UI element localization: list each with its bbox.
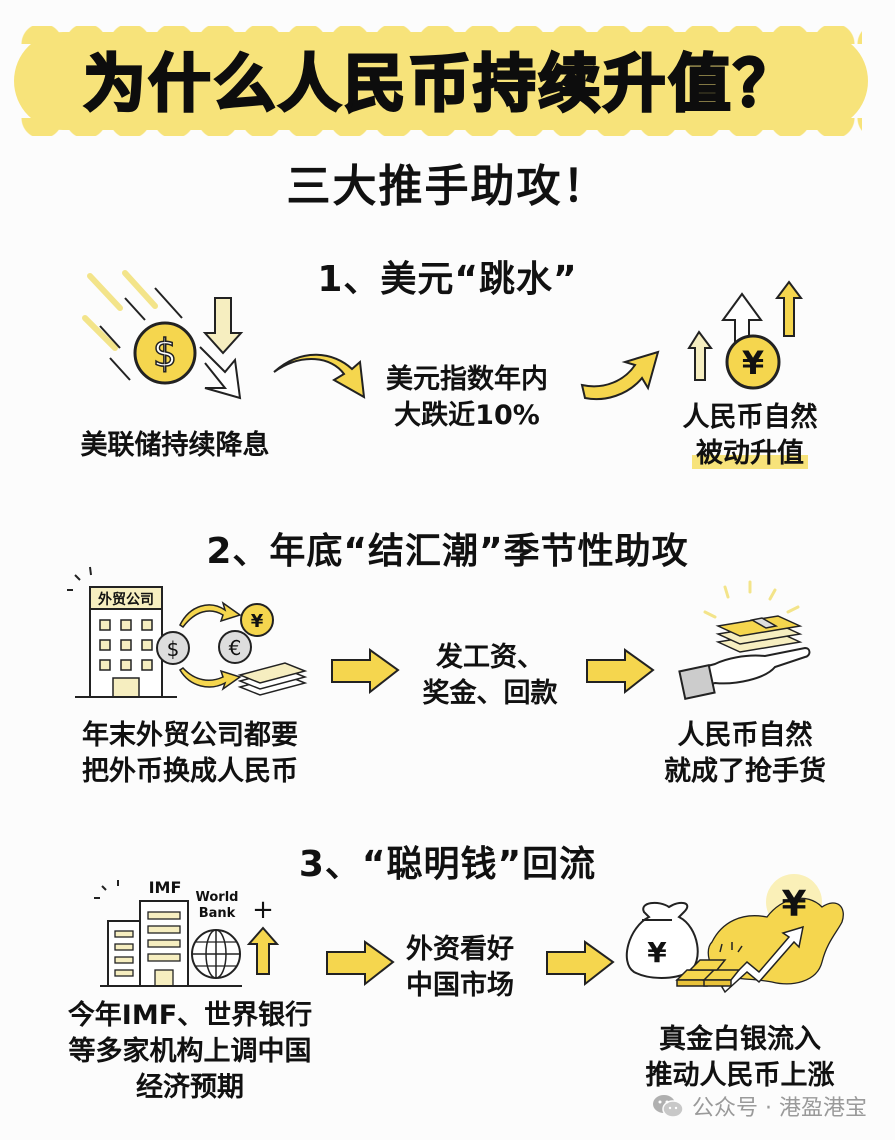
curved-arrow-up-icon — [580, 350, 660, 401]
step-2-1-caption: 年末外贸公司都要 把外币换成人民币 — [82, 720, 298, 787]
step-2-3-caption: 人民币自然 就成了抢手货 — [664, 720, 826, 787]
curved-arrow-icon — [272, 352, 367, 402]
svg-text:+: + — [252, 895, 274, 925]
step-3-3-caption: 真金白银流入 推动人民币上涨 — [645, 1024, 835, 1091]
step-3-1-caption: 今年IMF、世界银行 等多家机构上调中国 经济预期 — [67, 1000, 313, 1103]
money-bag-gold-china-map-icon: ¥ ¥ — [622, 872, 852, 1007]
svg-text:IMF: IMF — [149, 878, 182, 897]
step-1-2-caption: 美元指数年内 大跌近10% — [386, 364, 548, 431]
wechat-icon — [653, 1095, 684, 1118]
title-banner: 为什么人民币持续升值？ — [20, 26, 862, 136]
right-arrow-icon — [330, 648, 400, 695]
title-highlight — [20, 26, 862, 136]
right-arrow-icon — [325, 940, 395, 987]
right-arrow-icon — [545, 940, 615, 987]
svg-text:¥: ¥ — [251, 611, 264, 632]
page-title: 为什么人民币持续升值？ — [82, 46, 799, 122]
svg-text:World: World — [196, 890, 239, 905]
hand-receiving-cash-icon — [678, 572, 820, 702]
svg-text:¥: ¥ — [647, 936, 667, 969]
svg-text:¥: ¥ — [742, 344, 764, 382]
step-1-1-caption: 美联储持续降息 — [80, 430, 270, 461]
step-1-3-caption: 人民币自然 被动升值 — [682, 402, 818, 469]
section-2-heading: 2、年底“结汇潮”季节性助攻 — [206, 531, 689, 572]
section-1-heading: 1、美元“跳水” — [317, 259, 578, 300]
rising-yuan-coin-icon: ¥ — [685, 270, 815, 390]
imf-worldbank-buildings-icon: IMF World Bank + — [90, 876, 290, 991]
svg-text:$: $ — [167, 637, 180, 661]
svg-text:$: $ — [153, 331, 177, 375]
falling-dollar-coin-icon: $ — [80, 268, 250, 408]
svg-text:Bank: Bank — [199, 906, 236, 921]
svg-text:€: € — [229, 636, 242, 660]
trade-company-exchange-icon: 外贸公司 $ € ¥ — [65, 565, 315, 705]
watermark-label: 公众号 · 港盈港宝 — [692, 1096, 867, 1121]
section-3-heading: 3、“聪明钱”回流 — [298, 844, 597, 885]
svg-text:外贸公司: 外贸公司 — [98, 591, 154, 608]
right-arrow-icon — [585, 648, 655, 695]
svg-text:¥: ¥ — [781, 884, 806, 925]
step-2-2-caption: 发工资、 奖金、回款 — [422, 642, 558, 709]
page-subtitle: 三大推手助攻！ — [286, 161, 609, 212]
step-3-2-caption: 外资看好 中国市场 — [406, 934, 514, 1001]
watermark: 公众号 · 港盈港宝 — [652, 1090, 867, 1122]
